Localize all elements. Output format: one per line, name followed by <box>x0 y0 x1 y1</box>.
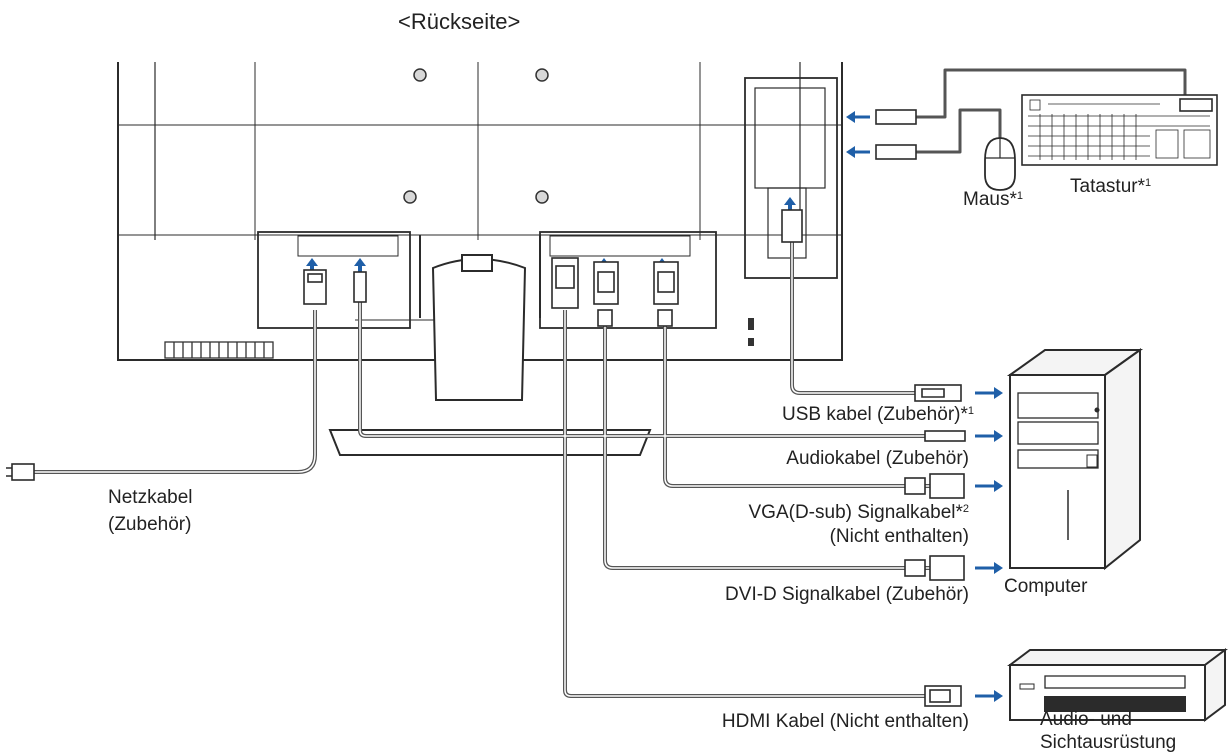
usb-cable-text: USB kabel (Zubehör)* <box>782 404 968 425</box>
usb-footnote: 1 <box>967 405 974 417</box>
vga-cable-sublabel: (Nicht enthalten) <box>829 526 969 547</box>
screw <box>535 68 549 82</box>
usb-up-cable <box>790 240 920 395</box>
mouse-cable <box>915 108 1002 154</box>
mouse-device <box>984 137 1016 191</box>
io-panel-left <box>257 231 440 329</box>
power-cable-label-line2: (Zubehör) <box>108 514 192 535</box>
screw <box>413 68 427 82</box>
av-equipment-label-line2: Sichtausrüstung <box>1040 732 1177 753</box>
computer-side-connectors <box>904 384 966 707</box>
vent-slots <box>164 341 274 359</box>
power-cable-label-line1: Netzkabel <box>108 487 193 508</box>
mouse-footnote: 1 <box>1016 190 1023 202</box>
page-title: <Rückseite> <box>398 9 521 34</box>
keyboard-footnote: 1 <box>1144 177 1152 189</box>
vga-cable-label: VGA(D-sub) Signalkabel*2 <box>749 501 970 524</box>
audio-plug <box>353 271 367 303</box>
screw <box>535 190 549 204</box>
vga-cable-text: VGA(D-sub) Signalkabel* <box>748 502 963 523</box>
lock-slot <box>748 318 754 346</box>
usb-up-plug <box>781 209 803 243</box>
av-equipment <box>1007 648 1228 722</box>
keyboard-label: Tatastur*1 <box>1070 175 1151 198</box>
mouse-label: Maus*1 <box>963 188 1023 211</box>
vga-end <box>904 477 926 495</box>
vga-footnote: 2 <box>962 503 969 515</box>
keyboard-device <box>1021 94 1218 166</box>
audio-cable-label: Audiokabel (Zubehör) <box>786 448 969 469</box>
direction-arrows <box>846 111 1003 702</box>
power-plug-end <box>6 463 35 481</box>
usb-cable-label: USB kabel (Zubehör)*1 <box>782 403 974 426</box>
av-equipment-label-line1: Audio- und <box>1040 709 1132 730</box>
computer-label: Computer <box>1004 576 1088 597</box>
dvi-end <box>904 559 926 577</box>
audio-end <box>924 430 966 442</box>
usb-hub-connectors <box>875 109 917 160</box>
keyboard-label-text: Tatastur* <box>1070 176 1145 197</box>
vesa-screws <box>403 68 549 204</box>
hdmi-cable-label: HDMI Kabel (Nicht enthalten) <box>721 711 969 732</box>
keyboard-cable <box>915 68 1187 119</box>
power-cable <box>30 310 317 474</box>
computer-tower <box>1006 348 1144 571</box>
mouse-label-text: Maus* <box>963 189 1017 210</box>
monitor-connectors <box>303 209 803 327</box>
screw <box>403 190 417 204</box>
dvi-cable-label: DVI-D Signalkabel (Zubehör) <box>725 584 969 605</box>
